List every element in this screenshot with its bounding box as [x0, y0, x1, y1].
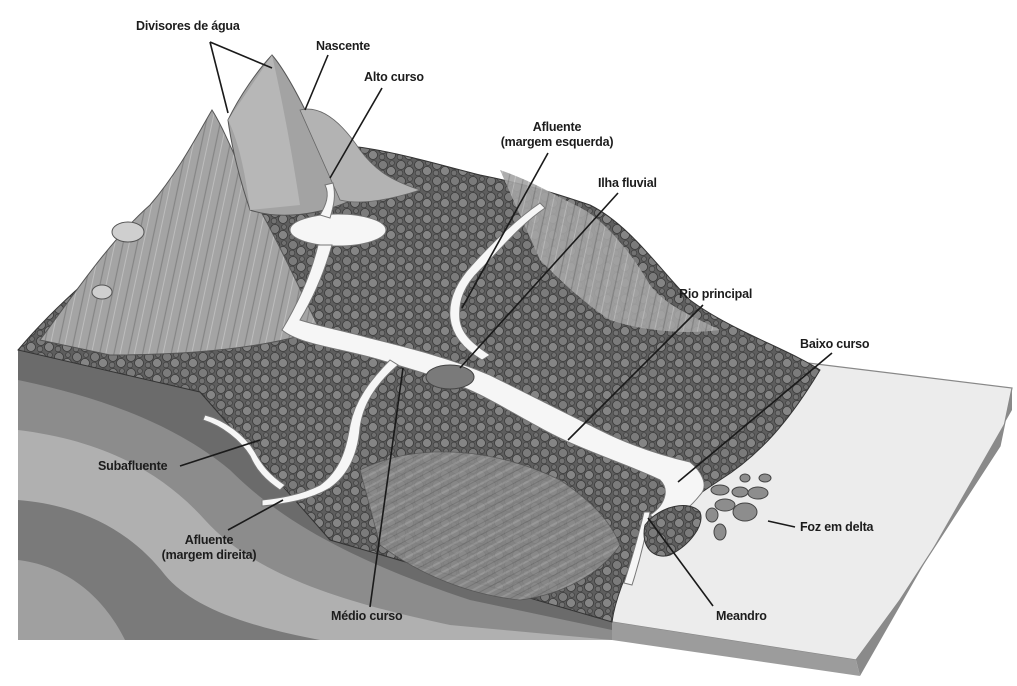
label-alto-curso: Alto curso: [364, 70, 424, 85]
boulder: [112, 222, 144, 242]
label-afluente-margem-esquerda: Afluente (margem esquerda): [488, 120, 626, 150]
label-subafluente: Subafluente: [98, 459, 167, 474]
label-ilha-fluvial: Ilha fluvial: [598, 176, 657, 191]
label-afluente-esq-line2: (margem esquerda): [488, 135, 626, 150]
label-divisores-de-agua: Divisores de água: [136, 19, 240, 34]
headwater-lake: [290, 214, 386, 246]
label-nascente: Nascente: [316, 39, 370, 54]
label-foz-em-delta: Foz em delta: [800, 520, 873, 535]
label-medio-curso: Médio curso: [331, 609, 402, 624]
label-afluente-margem-direita: Afluente (margem direita): [148, 533, 270, 563]
label-afluente-esq-line1: Afluente: [488, 120, 626, 135]
label-baixo-curso: Baixo curso: [800, 337, 869, 352]
river-island: [426, 365, 474, 389]
boulder: [92, 285, 112, 299]
label-afluente-dir-line2: (margem direita): [148, 548, 270, 563]
label-rio-principal: Rio principal: [679, 287, 752, 302]
label-afluente-dir-line1: Afluente: [148, 533, 270, 548]
label-meandro: Meandro: [716, 609, 767, 624]
